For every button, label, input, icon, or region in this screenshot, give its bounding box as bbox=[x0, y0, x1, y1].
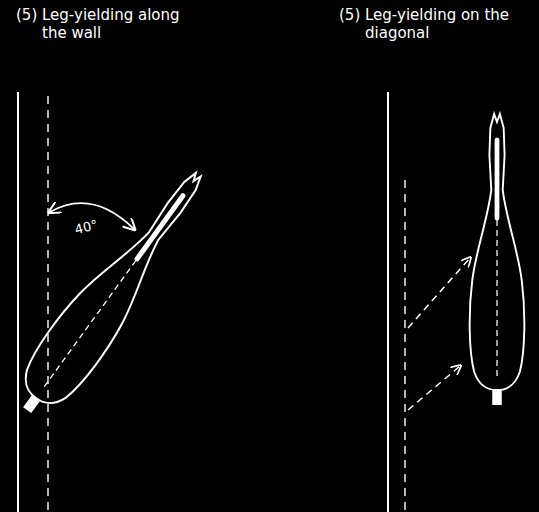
horse-figure bbox=[4, 158, 222, 427]
angle-label: 40° bbox=[72, 216, 101, 240]
panel-heading: (5) Leg-yielding on the diagonal bbox=[339, 6, 535, 42]
wall-line bbox=[17, 92, 19, 512]
track-line bbox=[47, 96, 48, 512]
direction-arrow bbox=[408, 258, 470, 328]
panel-heading: (5) Leg-yielding along the wall bbox=[16, 6, 192, 42]
wall-line bbox=[387, 92, 389, 512]
direction-arrow bbox=[408, 366, 460, 410]
horse-figure bbox=[470, 114, 525, 405]
track-line bbox=[404, 180, 405, 512]
